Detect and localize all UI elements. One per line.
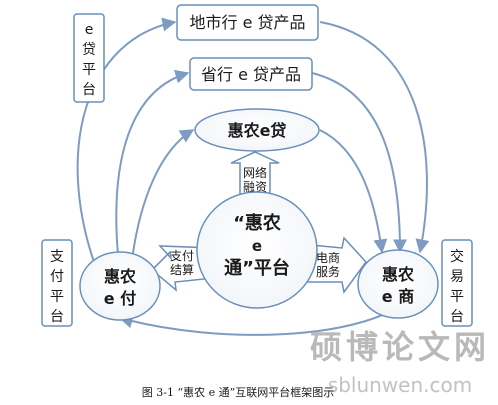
network-finance-line-1: 网络 bbox=[243, 165, 267, 180]
trading-platform-char-1: 交 bbox=[450, 248, 464, 265]
provincial-bank-label: 省行 e 贷产品 bbox=[201, 65, 301, 84]
center-platform-node: “惠农 e 通”平台 bbox=[196, 191, 318, 309]
huinong-edai-label: 惠农e贷 bbox=[228, 121, 287, 140]
edai-platform-char-3: 平 bbox=[82, 62, 96, 78]
edai-platform-char-1: e bbox=[85, 22, 94, 38]
trading-platform-char-2: 易 bbox=[450, 269, 464, 285]
huinong-eshang-node: 惠农 e 商 bbox=[357, 249, 439, 319]
edai-platform-char-4: 台 bbox=[82, 82, 96, 98]
center-line-3: 通”平台 bbox=[224, 257, 290, 279]
center-line-1: “惠农 bbox=[233, 212, 281, 234]
ecommerce-service-line-2: 服务 bbox=[316, 264, 340, 279]
city-bank-box: 地市行 e 贷产品 bbox=[176, 4, 319, 41]
watermark-url: sblunwen.com bbox=[328, 373, 472, 397]
payment-platform-char-1: 支 bbox=[50, 249, 64, 265]
trading-platform-char-4: 台 bbox=[450, 309, 464, 325]
payment-platform-char-4: 台 bbox=[50, 309, 64, 325]
huinong-eshang-line-1: 惠农 bbox=[382, 265, 414, 284]
city-bank-label: 地市行 e 贷产品 bbox=[189, 13, 305, 32]
line-provincial-bank-to-eshang bbox=[311, 72, 407, 254]
figure-caption: 图 3-1 “惠农 e 通”互联网平台框架图示 bbox=[142, 385, 334, 399]
watermark-title: 硕博论文网 bbox=[310, 328, 490, 366]
huinong-efu-line-2: e 付 bbox=[104, 289, 136, 308]
payment-settlement-line-1: 支付 bbox=[170, 249, 194, 263]
line-edai-to-eshang bbox=[319, 129, 388, 254]
line-efu-to-city-bank bbox=[76, 17, 177, 266]
huinong-efu-line-1: 惠农 bbox=[104, 267, 136, 286]
payment-platform-box: 支 付 平 台 bbox=[41, 239, 73, 327]
center-line-2: e bbox=[252, 237, 262, 255]
line-efu-to-provincial-bank bbox=[115, 69, 190, 256]
edai-platform-char-2: 贷 bbox=[82, 42, 96, 58]
payment-platform-char-2: 付 bbox=[50, 269, 64, 285]
payment-platform-char-3: 平 bbox=[50, 289, 64, 305]
huinong-edai-node: 惠农e贷 bbox=[194, 108, 320, 152]
network-finance-arrow: 网络 融资 bbox=[230, 151, 280, 197]
trading-platform-char-3: 平 bbox=[450, 289, 464, 305]
payment-settlement-line-2: 结算 bbox=[170, 262, 194, 277]
line-city-bank-to-eshang bbox=[319, 21, 430, 254]
network-finance-line-2: 融资 bbox=[243, 180, 267, 194]
edai-platform-box: e 贷 平 台 bbox=[73, 13, 105, 103]
ecommerce-service-line-1: 电商 bbox=[316, 250, 340, 265]
provincial-bank-box: 省行 e 贷产品 bbox=[189, 57, 313, 91]
huinong-eshang-line-2: e 商 bbox=[382, 287, 414, 306]
watermark: 硕博论文网 sblunwen.com bbox=[310, 328, 490, 397]
line-efu-to-edai bbox=[131, 129, 195, 261]
trading-platform-box: 交 易 平 台 bbox=[441, 239, 473, 327]
huinong-efu-node: 惠农 e 付 bbox=[79, 251, 161, 321]
